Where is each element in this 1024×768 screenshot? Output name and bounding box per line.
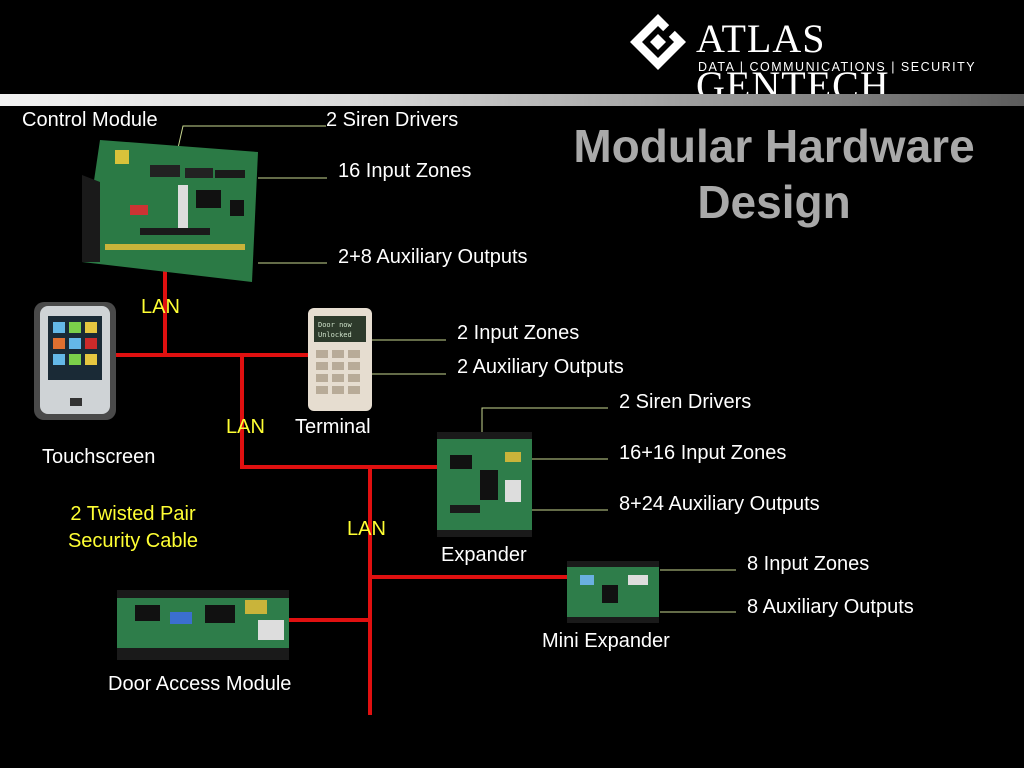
control-module-label: Control Module [22,109,158,131]
terminal-screen-line1: Door now [318,321,353,329]
terminal-feature-outputs: 2 Auxiliary Outputs [457,356,624,378]
expander-feature-siren: 2 Siren Drivers [619,391,752,413]
lan-label: LAN [141,296,180,318]
logo-tagline: DATA | COMMUNICATIONS | SECURITY [698,60,977,74]
door-access-board [117,590,289,660]
atlas-logo-icon [630,14,686,70]
cable-note: 2 Twisted Pair Security Cable [45,501,221,555]
mini-expander-feature-outputs: 8 Auxiliary Outputs [747,596,914,618]
slide-title-line1: Modular Hardware [573,120,975,172]
mini-expander-feature-inputs: 8 Input Zones [747,553,870,575]
control-module-board [82,140,258,282]
control-module-feature-siren: 2 Siren Drivers [326,109,459,131]
terminal-label: Terminal [295,416,371,438]
cable-note-line1: 2 Twisted Pair [70,503,196,525]
lan-bus [115,265,568,715]
lan-label: LAN [226,416,265,438]
mini-expander-label: Mini Expander [542,630,670,652]
control-module-feature-inputs: 16 Input Zones [338,160,472,182]
slide-title: Modular Hardware Design [540,118,1008,230]
expander-label: Expander [441,544,527,566]
terminal-keypad: Door now Unlocked [308,308,372,411]
expander-feature-outputs: 8+24 Auxiliary Outputs [619,493,820,515]
touchscreen-device [34,302,116,420]
slide-title-line2: Design [697,176,851,228]
touchscreen-label: Touchscreen [42,446,156,468]
terminal-screen-line2: Unlocked [318,331,352,339]
door-access-label: Door Access Module [108,673,292,695]
header-divider [0,94,1024,106]
cable-note-line2: Security Cable [67,530,199,552]
expander-feature-inputs: 16+16 Input Zones [619,442,787,464]
lan-label: LAN [347,518,386,540]
callout-lines [177,125,736,613]
mini-expander-board [567,561,659,623]
terminal-feature-inputs: 2 Input Zones [457,322,580,344]
expander-board [437,432,532,537]
control-module-feature-outputs: 2+8 Auxiliary Outputs [338,246,528,268]
